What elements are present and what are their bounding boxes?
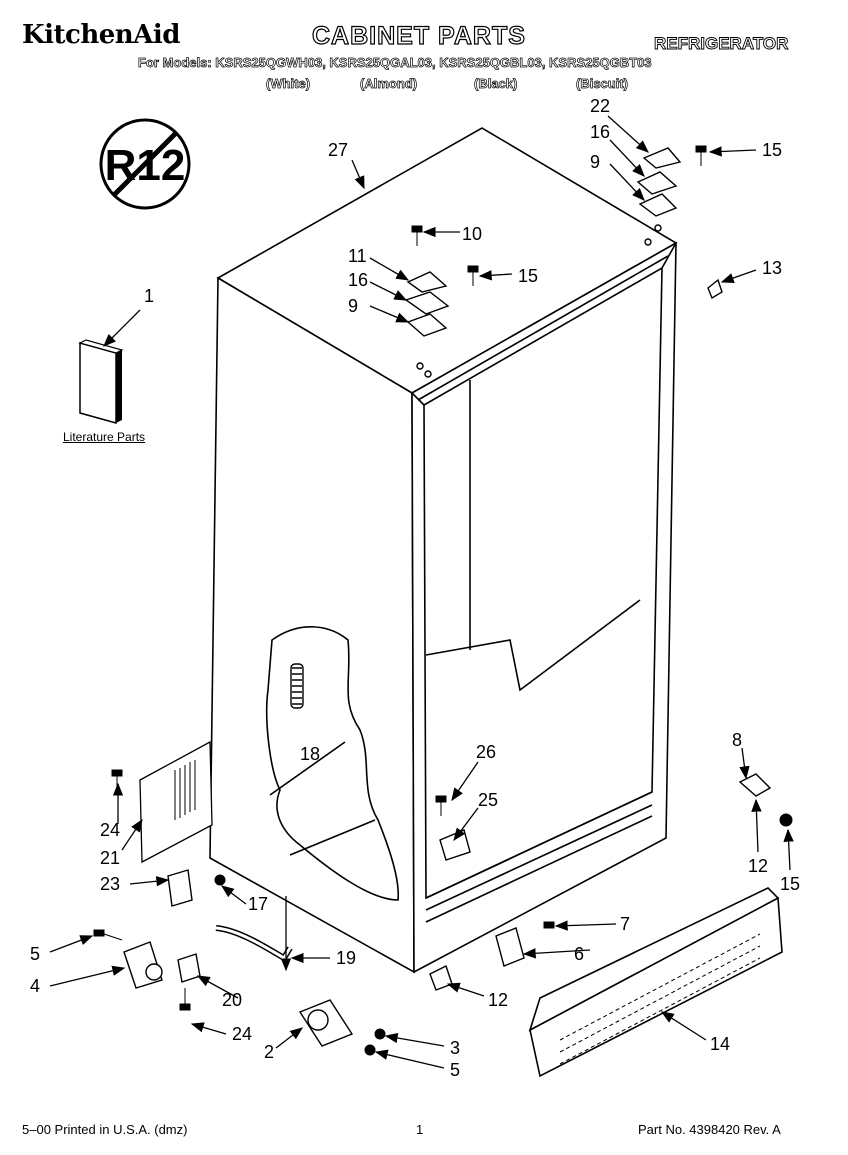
- small-parts: [123, 278, 772, 1047]
- callout-17: 17: [248, 894, 268, 914]
- callout-13: 13: [762, 258, 782, 278]
- model-list: For Models: KSRS25QGWH03, KSRS25QGAL03, …: [138, 55, 652, 71]
- page-title: CABINET PARTS: [311, 21, 526, 50]
- callout-6: 6: [574, 944, 584, 964]
- literature-parts-label: Literature Parts: [63, 430, 146, 444]
- callout-16a: 16: [590, 122, 610, 142]
- callout-23: 23: [100, 874, 120, 894]
- callout-7: 7: [620, 914, 630, 934]
- callout-8: 8: [732, 730, 742, 750]
- callout-24a: 24: [100, 820, 120, 840]
- footer-print-info: 5–00 Printed in U.S.A. (dmz): [22, 1122, 188, 1137]
- callout-9a: 9: [348, 296, 358, 316]
- callout-12b: 12: [488, 990, 508, 1010]
- callout-14: 14: [710, 1034, 730, 1054]
- callout-15a: 15: [762, 140, 782, 160]
- callout-27: 27: [328, 140, 348, 160]
- callout-15c: 15: [780, 874, 800, 894]
- color-white: (White): [266, 76, 311, 92]
- callout-16b: 16: [348, 270, 368, 290]
- callout-18: 18: [300, 744, 320, 764]
- r12-no-symbol: R12: [99, 118, 191, 210]
- brand-logo: KitchenAid: [22, 20, 180, 50]
- footer-page-number: 1: [416, 1122, 424, 1137]
- callout-5b: 5: [450, 1060, 460, 1080]
- left-vent-panel: [139, 740, 213, 864]
- callout-11: 11: [348, 246, 367, 266]
- callout-1: 1: [144, 286, 154, 306]
- color-biscuit: (Biscuit): [576, 76, 629, 92]
- callout-12a: 12: [748, 856, 768, 876]
- screws: [93, 145, 793, 1056]
- callout-5a: 5: [30, 944, 40, 964]
- toe-grille: [528, 887, 783, 1078]
- callout-24b: 24: [232, 1024, 252, 1044]
- callout-26: 26: [476, 742, 496, 762]
- callout-15b: 15: [518, 266, 538, 286]
- callout-10: 10: [462, 224, 482, 244]
- callout-20: 20: [222, 990, 242, 1010]
- callout-19: 19: [336, 948, 356, 968]
- top-hinges: [404, 147, 682, 378]
- callout-21: 21: [100, 848, 120, 868]
- color-black: (Black): [474, 76, 518, 92]
- product-type: REFRIGERATOR: [654, 34, 789, 54]
- callout-25: 25: [478, 790, 498, 810]
- callout-22: 22: [590, 96, 610, 116]
- cabinet-body: [209, 127, 678, 974]
- footer-part-number: Part No. 4398420 Rev. A: [638, 1122, 781, 1137]
- callout-labels: 1 2 3 4 5 5 6 7 8 9 9 10 11 12 12 13 14 …: [30, 96, 800, 1080]
- callout-4: 4: [30, 976, 40, 996]
- callout-3: 3: [450, 1038, 460, 1058]
- coil-spring: [290, 663, 304, 709]
- color-almond: (Almond): [360, 76, 418, 92]
- callout-9b: 9: [590, 152, 600, 172]
- literature-booklet: [78, 339, 124, 424]
- leader-lines: [49, 115, 794, 1069]
- callout-2: 2: [264, 1042, 274, 1062]
